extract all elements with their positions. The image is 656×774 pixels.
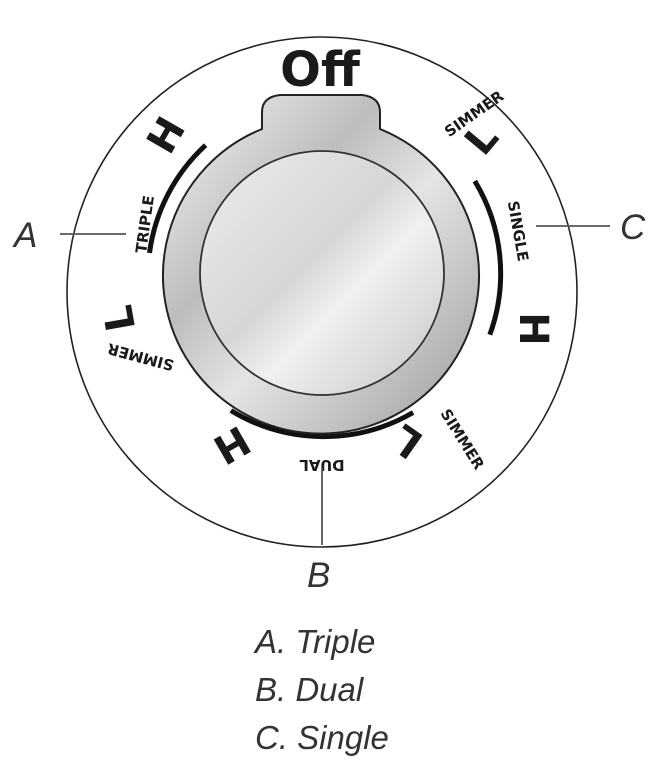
dual-arc <box>229 408 415 440</box>
dual-name-label: DUAL <box>299 456 345 474</box>
triple-arc <box>147 143 208 254</box>
legend: A. Triple B. Dual C. Single <box>255 618 389 762</box>
callout-c-label: C <box>620 208 646 247</box>
legend-item-triple: A. Triple <box>255 623 376 660</box>
callout-b-label: B <box>307 556 330 595</box>
legend-item-dual: B. Dual <box>255 671 364 708</box>
single-high-label: H <box>510 312 556 345</box>
callout-a-label: A <box>12 216 37 255</box>
knob-face <box>199 150 445 396</box>
off-label: Off <box>280 42 361 98</box>
legend-item-single: C. Single <box>255 719 389 756</box>
single-arc <box>472 179 504 336</box>
